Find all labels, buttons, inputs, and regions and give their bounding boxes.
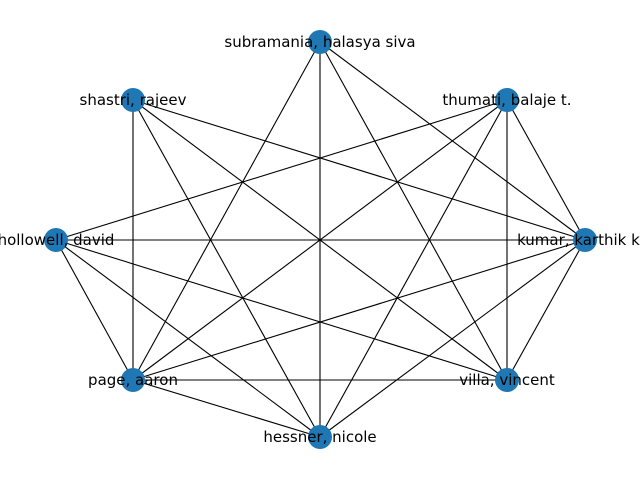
labels-layer: subramania, halasya siva thumati, balaje … [0,33,640,446]
edge-kumar-shastri [132,99,586,241]
edge-thumati-hollowell [55,99,508,241]
edge-page-hollowell [55,239,134,381]
node-label-thumati: thumati, balaje t. [442,91,571,109]
node-label-shastri: shastri, rajeev [80,91,187,109]
edge-subramania-villa [319,41,508,381]
edge-hessner-shastri [132,99,321,438]
edge-kumar-page [132,239,586,381]
node-kumar [573,228,597,252]
node-villa [495,368,519,392]
edge-villa-hollowell [55,239,508,381]
edge-villa-shastri [132,99,508,381]
edge-hessner-hollowell [55,239,321,438]
node-label-page: page, aaron [88,371,178,389]
edge-kumar-hessner [319,239,586,438]
node-label-hessner: hessner, nicole [263,428,376,446]
node-page [121,368,145,392]
node-shastri [121,88,145,112]
edge-thumati-hessner [319,99,508,438]
node-label-subramania: subramania, halasya siva [224,33,415,51]
node-hessner [308,425,332,449]
edges-layer [55,41,586,438]
node-label-kumar: kumar, karthik kal [517,231,640,249]
node-hollowell [44,228,68,252]
edge-subramania-page [132,41,321,381]
node-subramania [308,30,332,54]
edge-hessner-page [132,379,321,438]
node-label-villa: villa, vincent [459,371,555,389]
node-label-hollowell: hollowell, david [0,231,114,249]
nodes-layer [44,30,597,449]
node-thumati [495,88,519,112]
edge-thumati-kumar [506,99,586,241]
edge-kumar-villa [506,239,586,381]
